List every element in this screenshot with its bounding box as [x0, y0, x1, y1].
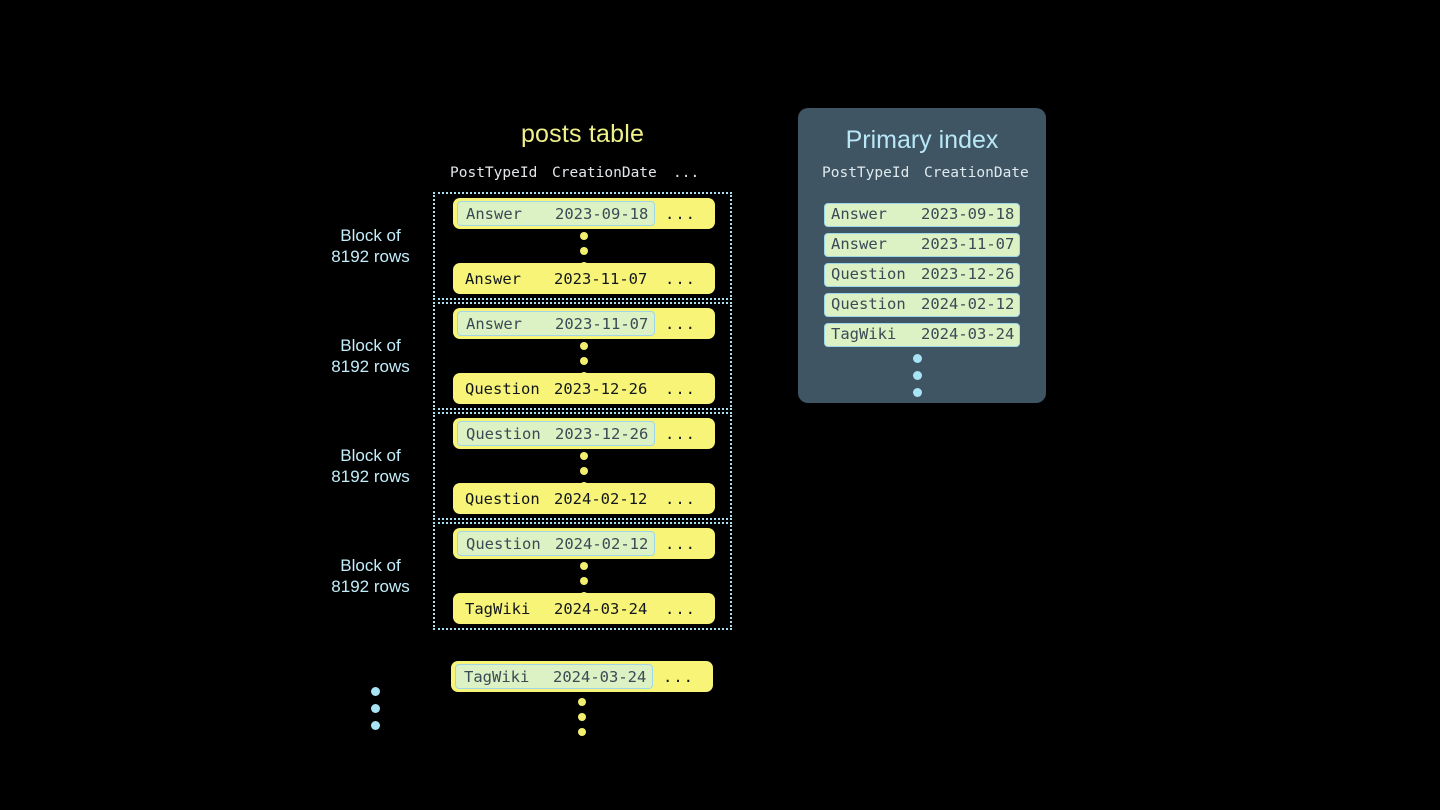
cell-more-ellipsis: ...	[665, 314, 696, 333]
primary-index-entries: Answer 2023-09-18 Answer 2023-11-07 Ques…	[824, 203, 1020, 353]
cell-posttypeid: TagWiki	[831, 325, 897, 343]
index-continue-ellipsis-icon	[913, 354, 922, 405]
cell-creationdate: 2024-02-12	[921, 295, 1015, 313]
cell-creationdate: 2023-11-07	[921, 235, 1015, 253]
row-highlight-box: Question 2023-12-26	[457, 421, 655, 446]
block-label-line1: Block of	[340, 446, 401, 465]
table-row: Question 2023-12-26 ...	[453, 418, 715, 449]
posts-table-column-headers-ellipsis: ...	[433, 165, 732, 187]
cell-posttypeid: Answer	[831, 235, 887, 253]
table-row: Answer 2023-09-18 ...	[453, 198, 715, 229]
posts-table-title: posts table	[520, 120, 645, 148]
cell-posttypeid: Question	[831, 265, 906, 283]
cell-more-ellipsis: ...	[665, 204, 696, 223]
cell-more-ellipsis: ...	[665, 534, 696, 553]
row-content: Question 2024-02-12	[457, 486, 655, 511]
row-highlight-box: Answer 2023-09-18	[457, 201, 655, 226]
cell-more-ellipsis: ...	[663, 667, 694, 686]
index-entry: TagWiki 2024-03-24	[824, 323, 1020, 347]
cell-posttypeid: Question	[831, 295, 906, 313]
block-label-line1: Block of	[340, 556, 401, 575]
primary-index-column-headers: PostTypeId CreationDate	[798, 165, 1046, 187]
cell-creationdate: 2023-09-18	[921, 205, 1015, 223]
block-label: Block of 8192 rows	[318, 225, 423, 267]
table-block: Block of 8192 rows Question 2023-12-26 .…	[331, 412, 732, 520]
posts-table-blocks: Block of 8192 rows Answer 2023-09-18 ...…	[331, 192, 732, 632]
table-row: Answer 2023-11-07 ...	[453, 308, 715, 339]
cell-posttypeid: Answer	[465, 269, 521, 288]
cell-posttypeid: TagWiki	[464, 667, 530, 686]
index-entry: Question 2024-02-12	[824, 293, 1020, 317]
cell-more-ellipsis: ...	[665, 599, 696, 618]
block-label: Block of 8192 rows	[318, 335, 423, 377]
column-header-more: ...	[673, 165, 700, 181]
column-header-creationdate: CreationDate	[552, 165, 657, 181]
row-highlight-box: TagWiki 2024-03-24	[455, 664, 653, 689]
cell-posttypeid: TagWiki	[465, 599, 531, 618]
cell-posttypeid: Answer	[466, 204, 522, 223]
cell-creationdate: 2023-12-26	[554, 379, 648, 398]
column-header-posttypeid: PostTypeId	[450, 165, 538, 181]
table-block: Block of 8192 rows Answer 2023-11-07 ...…	[331, 302, 732, 410]
blocks-continue-ellipsis-icon	[371, 687, 380, 738]
row-highlight-box: Question 2024-02-12	[457, 531, 655, 556]
cell-creationdate: 2023-11-07	[554, 269, 648, 288]
block-label: Block of 8192 rows	[318, 555, 423, 597]
block-label-line2: 8192 rows	[331, 467, 410, 486]
cell-posttypeid: Question	[465, 379, 540, 398]
block-label-line2: 8192 rows	[331, 577, 410, 596]
cell-creationdate: 2023-11-07	[555, 314, 649, 333]
cell-creationdate: 2024-02-12	[555, 534, 649, 553]
table-row: Question 2023-12-26 ...	[453, 373, 715, 404]
cell-creationdate: 2023-09-18	[555, 204, 649, 223]
cell-posttypeid: Question	[466, 534, 541, 553]
cell-creationdate: 2023-12-26	[921, 265, 1015, 283]
block-label-line2: 8192 rows	[331, 247, 410, 266]
column-header-creationdate: CreationDate	[924, 165, 1029, 181]
table-block: Block of 8192 rows Answer 2023-09-18 ...…	[331, 192, 732, 300]
cell-posttypeid: Answer	[466, 314, 522, 333]
cell-more-ellipsis: ...	[665, 269, 696, 288]
table-row: TagWiki 2024-03-24 ...	[453, 593, 715, 624]
table-row-trailing: TagWiki 2024-03-24 ...	[451, 661, 713, 692]
cell-creationdate: 2024-02-12	[554, 489, 648, 508]
block-label-line2: 8192 rows	[331, 357, 410, 376]
row-content: TagWiki 2024-03-24	[457, 596, 655, 621]
cell-creationdate: 2024-03-24	[554, 599, 648, 618]
table-block: Block of 8192 rows Question 2024-02-12 .…	[331, 522, 732, 630]
primary-index-title: Primary index	[845, 126, 999, 154]
block-label-line1: Block of	[340, 336, 401, 355]
block-label: Block of 8192 rows	[318, 445, 423, 487]
cell-creationdate: 2024-03-24	[553, 667, 647, 686]
cell-posttypeid: Question	[466, 424, 541, 443]
cell-more-ellipsis: ...	[665, 489, 696, 508]
block-label-line1: Block of	[340, 226, 401, 245]
cell-creationdate: 2023-12-26	[555, 424, 649, 443]
table-row: Question 2024-02-12 ...	[453, 528, 715, 559]
index-entry: Question 2023-12-26	[824, 263, 1020, 287]
cell-posttypeid: Answer	[831, 205, 887, 223]
table-row: Question 2024-02-12 ...	[453, 483, 715, 514]
table-row: Answer 2023-11-07 ...	[453, 263, 715, 294]
posts-table-column-headers: PostTypeId CreationDate	[433, 165, 732, 187]
index-entry: Answer 2023-11-07	[824, 233, 1020, 257]
primary-index-panel: Primary index PostTypeId CreationDate An…	[798, 108, 1046, 403]
row-highlight-box: Answer 2023-11-07	[457, 311, 655, 336]
cell-more-ellipsis: ...	[665, 379, 696, 398]
cell-more-ellipsis: ...	[665, 424, 696, 443]
index-entry: Answer 2023-09-18	[824, 203, 1020, 227]
column-header-posttypeid: PostTypeId	[822, 165, 910, 181]
cell-creationdate: 2024-03-24	[921, 325, 1015, 343]
row-content: Question 2023-12-26	[457, 376, 655, 401]
vertical-ellipsis-icon	[578, 698, 587, 743]
cell-posttypeid: Question	[465, 489, 540, 508]
row-content: Answer 2023-11-07	[457, 266, 655, 291]
